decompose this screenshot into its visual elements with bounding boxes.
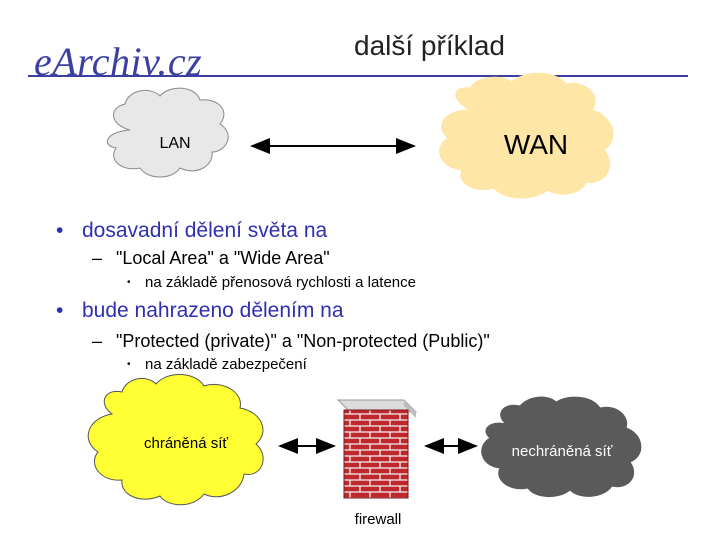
bullet-2-sub: –"Protected (private)" a "Non-protected … <box>92 331 490 352</box>
unprotected-cloud <box>481 396 642 497</box>
bullet-2-subsub-marker: • <box>127 359 131 370</box>
bullet-2-text: bude nahrazeno dělením na <box>82 299 344 322</box>
bullet-1-marker: • <box>56 219 64 242</box>
wan-label: WAN <box>504 129 568 160</box>
bullet-2-subsub: • na základě zabezpečení <box>127 356 307 373</box>
bullet-2: • bude nahrazeno dělením na <box>56 299 344 323</box>
unprotected-label: nechráněná síť <box>512 443 613 460</box>
bullet-1-subsub: • na základě přenosová rychlosti a latenc… <box>127 274 416 291</box>
bullet-1-subsub-text: na základě přenosová rychlosti a latence <box>145 274 416 291</box>
lan-label: LAN <box>159 135 190 152</box>
bullet-1-text: dosavadní dělení světa na <box>82 219 328 242</box>
bullet-1-sub-text: "Local Area" a "Wide Area" <box>116 248 330 268</box>
protected-label: chráněná síť <box>144 435 228 452</box>
firewall-icon <box>336 399 418 499</box>
lan-cloud <box>106 87 229 178</box>
bullet-1-sub-marker: – <box>92 248 103 268</box>
slide-title: další příklad <box>354 30 505 61</box>
firewall-label: firewall <box>355 511 402 528</box>
bullet-1: • dosavadní dělení světa na <box>56 219 327 243</box>
bullet-1-subsub-marker: • <box>127 277 131 288</box>
header-divider <box>28 75 688 77</box>
protected-cloud <box>87 374 264 506</box>
bullet-2-sub-marker: – <box>92 331 103 351</box>
bullet-1-sub: –"Local Area" a "Wide Area" <box>92 248 330 269</box>
wan-cloud <box>439 72 614 199</box>
bullet-2-marker: • <box>56 299 64 322</box>
bullet-2-sub-text: "Protected (private)" a "Non-protected (… <box>116 331 490 351</box>
bullet-2-subsub-text: na základě zabezpečení <box>145 356 307 373</box>
